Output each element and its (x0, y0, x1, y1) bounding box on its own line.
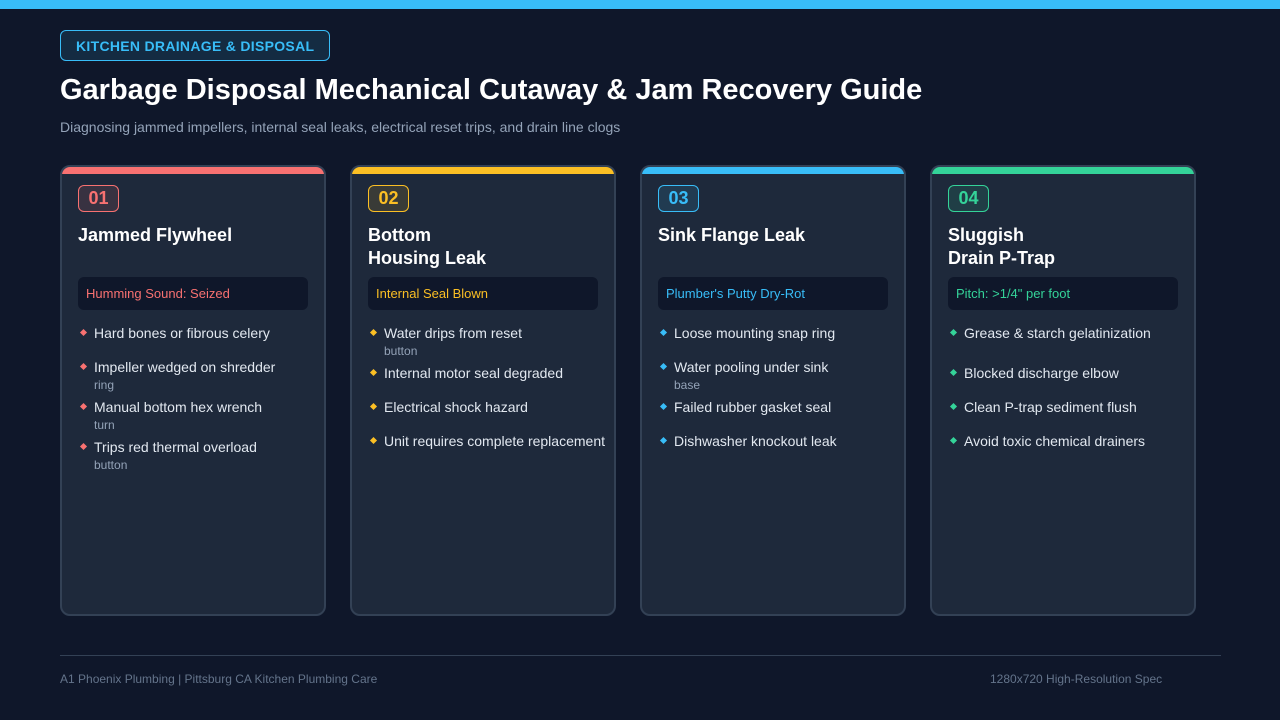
page-title: Garbage Disposal Mechanical Cutaway & Ja… (60, 74, 923, 106)
top-accent-bar (0, 0, 1280, 9)
card-sink-flange-leak: 03 Sink Flange Leak Plumber's Putty Dry-… (640, 165, 906, 616)
list-item-text: Grease & starch gelatinization (964, 325, 1151, 341)
card-number: 02 (368, 185, 409, 212)
diamond-bullet-icon (79, 328, 88, 337)
diamond-bullet-icon (79, 362, 88, 371)
diamond-bullet-icon (369, 368, 378, 377)
diamond-bullet-icon (949, 328, 958, 337)
footer-credit: A1 Phoenix Plumbing | Pittsburg CA Kitch… (60, 672, 378, 686)
category-badge: KITCHEN DRAINAGE & DISPOSAL (60, 30, 331, 61)
diamond-bullet-icon (369, 328, 378, 337)
diamond-bullet-icon (659, 436, 668, 445)
list-item-text: Water pooling under sink (674, 359, 829, 375)
list-item-text: Failed rubber gasket seal (674, 399, 832, 415)
card-accent-bar (62, 167, 324, 174)
list-item-text: Avoid toxic chemical drainers (964, 433, 1146, 449)
list-item-text: Unit requires complete replacement (384, 433, 605, 449)
card-number: 04 (948, 185, 989, 212)
list-item-text: Blocked discharge elbow (964, 365, 1119, 381)
card-tag: Pitch: >1/4" per foot (948, 277, 1178, 310)
card-tag: Internal Seal Blown (368, 277, 598, 310)
diamond-bullet-icon (659, 402, 668, 411)
list-item-text: Trips red thermal overload (94, 439, 257, 455)
diamond-bullet-icon (659, 362, 668, 371)
diamond-bullet-icon (949, 402, 958, 411)
list-item-subtext: button (384, 344, 418, 358)
card-title: Jammed Flywheel (78, 225, 233, 245)
card-title: Sink Flange Leak (658, 225, 806, 245)
card-accent-bar (932, 167, 1194, 174)
card-tag: Humming Sound: Seized (78, 277, 308, 310)
card-accent-bar (352, 167, 614, 174)
list-item-text: Internal motor seal degraded (384, 365, 563, 381)
list-item-text: Loose mounting snap ring (674, 325, 836, 341)
footer-spec: 1280x720 High-Resolution Spec (990, 672, 1163, 686)
card-tag: Plumber's Putty Dry-Rot (658, 277, 888, 310)
diamond-bullet-icon (949, 436, 958, 445)
list-item-text: Hard bones or fibrous celery (94, 325, 270, 341)
diamond-bullet-icon (79, 402, 88, 411)
diamond-bullet-icon (79, 442, 88, 451)
list-item-subtext: button (94, 458, 128, 472)
list-item-text: Electrical shock hazard (384, 399, 528, 415)
footer-divider (60, 655, 1221, 656)
card-accent-bar (642, 167, 904, 174)
list-item-text: Impeller wedged on shredder (94, 359, 276, 375)
diamond-bullet-icon (369, 402, 378, 411)
diamond-bullet-icon (369, 436, 378, 445)
card-number: 03 (658, 185, 699, 212)
list-item-text: Manual bottom hex wrench (94, 399, 263, 415)
page-subtitle: Diagnosing jammed impellers, internal se… (60, 119, 621, 135)
list-item-text: Clean P-trap sediment flush (964, 399, 1137, 415)
card-jammed-flywheel: 01 Jammed Flywheel Humming Sound: Seized… (60, 165, 326, 616)
diamond-bullet-icon (949, 368, 958, 377)
list-item-subtext: ring (94, 378, 115, 392)
card-number: 01 (78, 185, 119, 212)
list-item-text: Dishwasher knockout leak (674, 433, 837, 449)
list-item-text: Water drips from reset (384, 325, 522, 341)
list-item-subtext: base (674, 378, 701, 392)
diamond-bullet-icon (659, 328, 668, 337)
list-item-subtext: turn (94, 418, 115, 432)
